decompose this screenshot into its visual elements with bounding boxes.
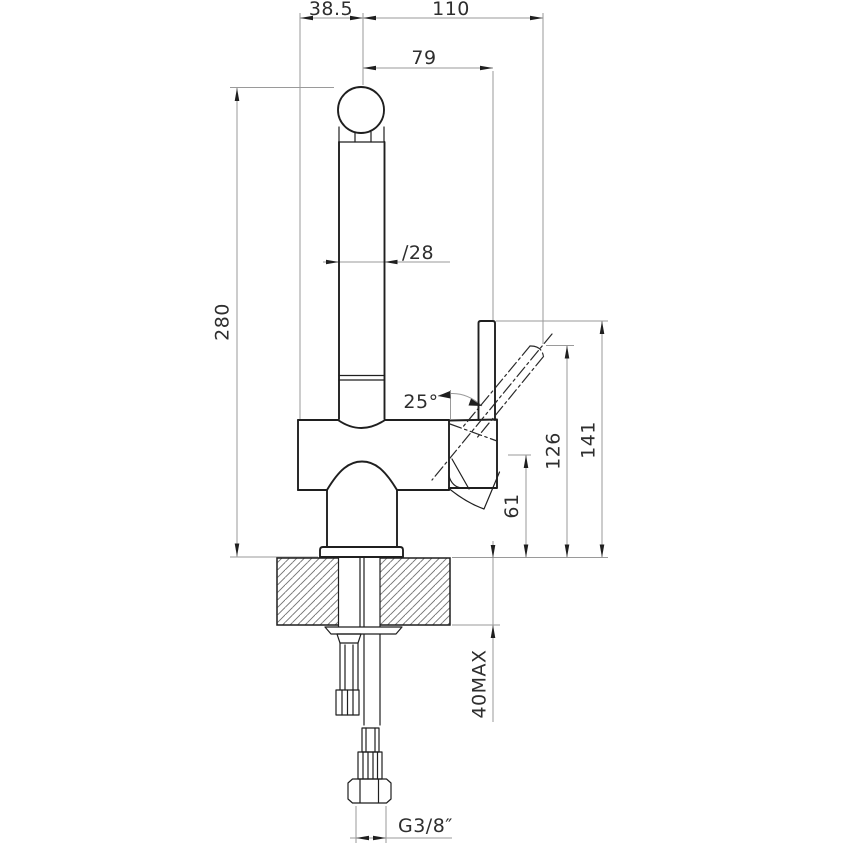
dim-lever-open-height: 126 — [543, 432, 565, 470]
body-base-arch — [326, 460, 398, 491]
under-counter-parts — [324, 556, 403, 804]
lever-vertical — [477, 320, 496, 421]
hose-guide-fitting — [335, 689, 360, 716]
dim-total-height: 280 — [212, 303, 234, 341]
dim-spout-offset: 38.5 — [309, 0, 353, 20]
spray-head — [337, 86, 385, 134]
dim-supply-thread: G3/8″ — [398, 815, 453, 837]
supply-pipe — [363, 556, 381, 726]
flex-hose — [361, 727, 380, 753]
dim-max-counter-thickness: 40MAX — [469, 649, 491, 718]
valve-housing — [448, 418, 498, 489]
lever-tilted-phantom — [431, 333, 553, 481]
dim-lever-reach: 110 — [432, 0, 470, 20]
dimension-lines — [236, 17, 603, 839]
extension-lines — [230, 13, 608, 843]
dim-lever-closed-height: 141 — [578, 421, 600, 459]
mounting-washer — [324, 626, 403, 635]
base-column — [326, 489, 398, 548]
connection-nut — [347, 778, 392, 804]
dimension-labels: 38.5 110 79 ∕28 280 25° 61 126 141 40MAX… — [212, 0, 600, 837]
faucet-body — [297, 86, 501, 558]
dim-lever-angle: 25° — [403, 391, 438, 413]
body-top — [297, 419, 450, 429]
base-flange — [319, 546, 404, 558]
dimension-arrows — [234, 15, 605, 841]
dim-spout-diameter: ∕28 — [402, 242, 434, 264]
dim-lever-low-height: 61 — [501, 493, 523, 518]
head-bracket — [338, 126, 385, 143]
dim-spout-reach: 79 — [411, 47, 436, 69]
lever-axis-centerline — [431, 333, 553, 481]
counter-cutout — [338, 557, 381, 627]
spout-column — [338, 141, 386, 420]
